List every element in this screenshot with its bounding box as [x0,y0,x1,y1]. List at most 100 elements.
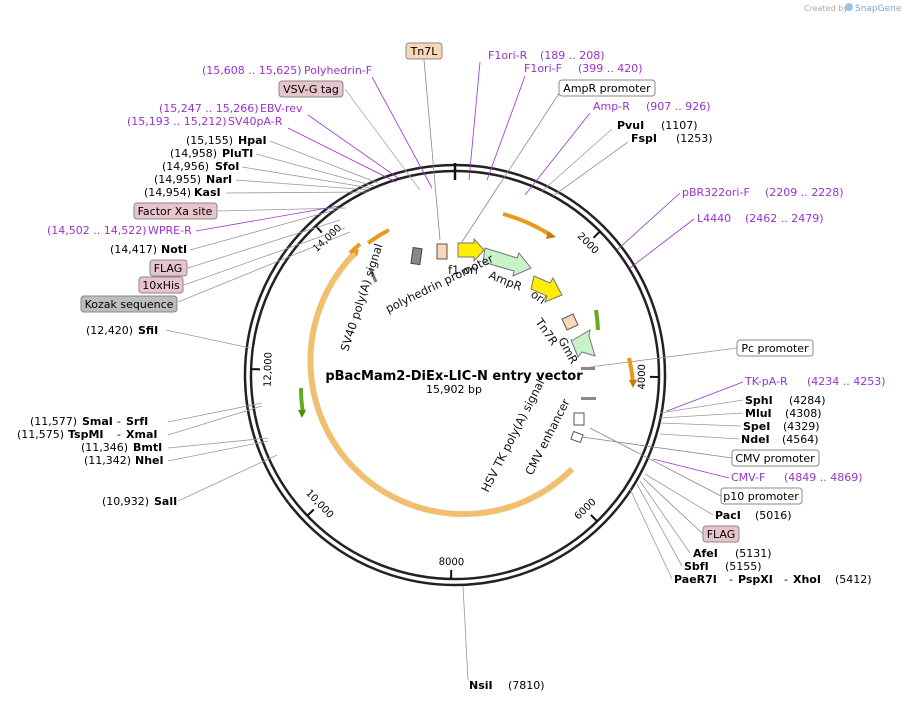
pc-promoter-box[interactable] [736,339,814,357]
tspmi-sep: - [117,428,121,441]
sv40-polya-feature[interactable] [410,246,423,266]
leader-line [486,75,526,181]
nsii-name[interactable]: NsiI [469,679,493,692]
mlui-pos: (4308) [785,407,822,420]
pspxi-name[interactable]: PspXI [738,573,773,586]
orange-feature-arc-left-b[interactable] [348,242,362,255]
hpai-name[interactable]: HpaI [238,134,267,147]
pvui-name[interactable]: PvuI [617,119,644,132]
ampr-feature[interactable] [482,247,532,277]
flag-left-box[interactable] [149,259,188,277]
tick-label: 12,000 [263,352,275,387]
p10-promoter-box[interactable] [720,487,803,505]
amp-r-name[interactable]: Amp-R [593,100,630,113]
tk-pa-r-name[interactable]: TK-pA-R [744,375,788,388]
nari-pos: (14,955) [154,173,201,186]
cmv-f-name[interactable]: CMV-F [731,471,765,484]
f1ori-r-name[interactable]: F1ori-R [488,49,528,62]
leader-line [187,219,341,269]
his10-label: 10xHis [142,279,180,292]
factorxa-box[interactable] [133,202,218,220]
cmv-promoter-label: CMV promoter [735,452,815,465]
noti-pos: (14,417) [110,243,157,256]
fspi-name[interactable]: FspI [631,132,657,145]
wpre-r-name[interactable]: WPRE-R [148,224,192,237]
orange-feature-arc-top[interactable] [502,212,554,238]
sbfi-name[interactable]: SbfI [684,560,709,573]
vsvg-tag-box[interactable] [278,80,344,98]
sphi-name[interactable]: SphI [745,394,773,407]
f1ori-f-name[interactable]: F1ori-F [524,62,562,75]
leader-line [652,458,730,479]
l4440-name[interactable]: L4440 [697,212,731,225]
f1ori-r-range: (189 .. 208) [540,49,605,62]
polyhedrin-f-name[interactable]: Polyhedrin-F [304,64,372,77]
xmai-name[interactable]: XmaI [126,428,157,441]
sali-name[interactable]: SalI [154,495,177,508]
f1-ori-feature[interactable] [457,237,485,263]
fspi-pos: (1253) [676,132,713,145]
nhei-name[interactable]: NheI [135,454,164,467]
ebv-rev-range: (15,247 .. 15,266) [159,102,259,115]
spei-name[interactable]: SpeI [743,420,770,433]
pbr322ori-f-range: (2209 .. 2228) [765,186,844,199]
gmr-feature[interactable] [570,329,596,358]
cmv-promoter-feature[interactable] [570,430,584,444]
nari-name[interactable]: NarI [206,173,232,186]
sfoi-name[interactable]: SfoI [215,160,239,173]
smai-pos: (11,577) [30,415,77,428]
leader-line [616,192,681,251]
his10-box[interactable] [138,276,184,294]
paci-name[interactable]: PacI [715,509,741,522]
ori-feature[interactable] [530,275,563,303]
pbr322ori-f-name[interactable]: pBR322ori-F [682,186,750,199]
orange-feature-arc-large[interactable] [307,250,575,518]
paer7i-pos: (5412) [835,573,872,586]
tick-label: 4000 [637,364,648,390]
cmv-enhancer-feature[interactable] [573,412,585,426]
leader-line [462,585,469,681]
sv40pa-r-range: (15,193 .. 15,212) [127,115,227,128]
leader-line [235,179,371,191]
xhoi-name[interactable]: XhoI [793,573,821,586]
pluti-name[interactable]: PluTI [222,147,253,160]
noti-name[interactable]: NotI [161,243,187,256]
spei-pos: (4329) [783,420,820,433]
mlui-name[interactable]: MluI [745,407,772,420]
ndei-name[interactable]: NdeI [741,433,770,446]
orange-arrowhead-top [546,231,556,239]
ampr-promoter-box[interactable] [558,79,656,97]
tick-mark [306,508,315,517]
tk-polya-feature[interactable] [581,397,596,400]
sali-pos: (10,932) [102,495,149,508]
orange-feature-arc-left-a[interactable] [366,228,390,245]
kasi-name[interactable]: KasI [194,186,221,199]
kozak-box[interactable] [80,295,178,313]
tn7l-box[interactable] [405,42,443,60]
leader-line [167,405,263,436]
leader-line [307,114,399,179]
pc-promoter-label: Pc promoter [741,342,809,355]
tn7l-label: Tn7L [410,45,439,58]
pc-promoter-feature[interactable] [581,367,595,370]
bmti-name[interactable]: BmtI [133,441,162,454]
green-feature-arc-right[interactable] [594,309,600,331]
leader-line [659,433,740,440]
tn7l-feature[interactable] [436,243,448,260]
sfii-name[interactable]: SfiI [138,324,158,337]
sv40pa-r-name[interactable]: SV40pA-R [228,115,283,128]
afei-name[interactable]: AfeI [693,547,718,560]
orange-arrowhead-right [629,380,637,388]
cmv-promoter-box[interactable] [731,449,820,467]
plasmid-length: 15,902 bp [426,383,482,396]
leader-lines [165,59,744,681]
green-feature-arc-left[interactable] [298,387,305,414]
paer7i-name[interactable]: PaeR7I [674,573,717,586]
ebv-rev-name[interactable]: EBV-rev [260,102,303,115]
flag-right-box[interactable] [702,525,740,543]
srfi-name[interactable]: SrfI [126,415,148,428]
tspmi-name[interactable]: TspMI [68,428,104,441]
smai-name[interactable]: SmaI [82,415,113,428]
tn7r-feature[interactable] [561,313,579,331]
leader-line [581,436,733,459]
